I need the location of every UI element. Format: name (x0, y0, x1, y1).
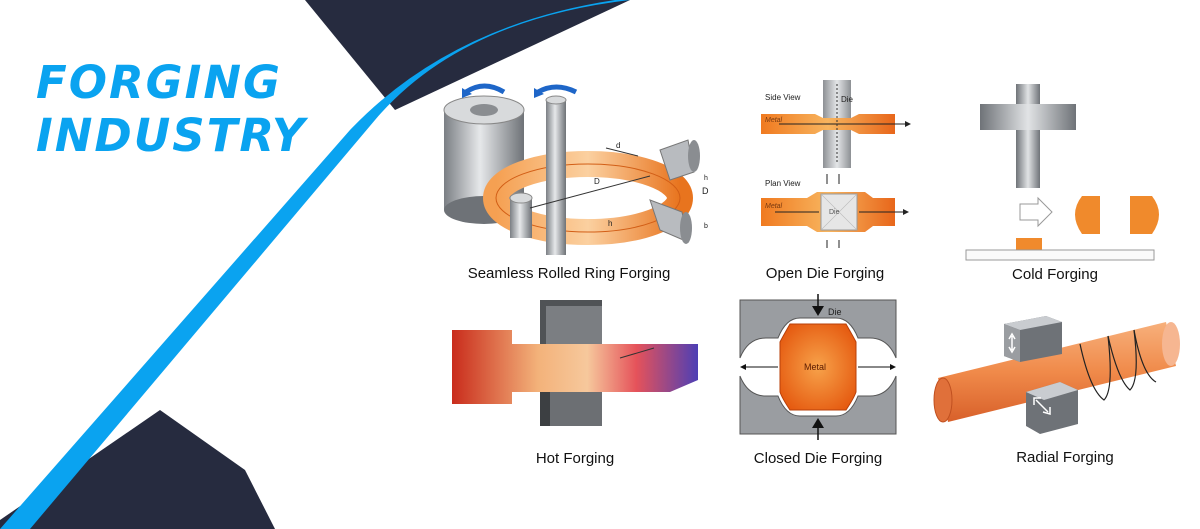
side-label-h: h (704, 175, 708, 182)
thickness-line (605, 147, 639, 157)
axial-cone-rolls (649, 139, 700, 244)
upper-hammer-arrow (1008, 332, 1016, 354)
lower-hammer (1026, 382, 1078, 434)
transform-arrow (1019, 196, 1053, 228)
arrow-head-1 (462, 88, 472, 98)
side-view-label: Side View (765, 93, 801, 102)
side-view-die-label: Die (841, 95, 854, 104)
lower-die (540, 392, 602, 426)
hot-billet (452, 330, 698, 404)
open-die-illustration: Side View Die Metal Plan View Die Metal (761, 80, 911, 248)
billet (1016, 238, 1042, 250)
ring-forging-illustration: D d h D h b (443, 83, 709, 255)
caption-hot-forging: Hot Forging (535, 450, 615, 467)
closed-die-illustration: Metal Die (739, 294, 897, 440)
bottom-navy-shape (0, 410, 275, 529)
caption-radial-forging: Radial Forging (1016, 449, 1114, 466)
ring-label-d: d (616, 141, 620, 150)
hot-forging-illustration (452, 300, 698, 426)
closed-die-metal-label: Metal (804, 362, 826, 372)
mandrel-roll (545, 95, 567, 255)
hot-ring (483, 151, 693, 245)
ring-label-D: D (594, 177, 600, 186)
plan-view-metal-label: Metal (765, 203, 783, 210)
plan-view-label: Plan View (765, 179, 801, 188)
upper-die (739, 299, 897, 359)
lower-die (739, 375, 897, 435)
forged-part-center (1100, 196, 1130, 234)
helix-coil (1079, 329, 1157, 401)
caption-cold-forging: Cold Forging (1012, 266, 1098, 283)
ring-label-h: h (608, 219, 612, 228)
caption-open-die: Open Die Forging (765, 265, 885, 282)
diameter-line (529, 175, 651, 209)
punch-stem (1016, 130, 1040, 188)
closed-die-die-label: Die (828, 307, 842, 317)
caption-seamless-rolled-ring: Seamless Rolled Ring Forging (467, 265, 671, 282)
anvil (965, 249, 1155, 261)
lower-hammer-arrow (1033, 397, 1051, 415)
side-label-b: b (704, 223, 708, 230)
plan-view-die-label: Die (829, 209, 840, 216)
side-label-D: D (702, 186, 709, 196)
caption-closed-die: Closed Die Forging (753, 450, 883, 467)
arrow-head-2 (534, 88, 544, 98)
down-arrows (826, 240, 840, 248)
metal-workpiece (779, 323, 857, 411)
up-arrows (826, 174, 840, 184)
workpiece-rod (938, 322, 1176, 422)
rotation-arrows (464, 83, 578, 95)
guide-roll (509, 192, 533, 238)
cold-forging-illustration (965, 84, 1159, 261)
top-navy-shape (305, 0, 630, 110)
side-view-metal-label: Metal (765, 117, 783, 124)
punch-flange (980, 104, 1076, 130)
blue-swoosh-stripe (0, 0, 630, 529)
page-title: FORGING INDUSTRY (36, 56, 307, 162)
punch-stem-top (1016, 84, 1040, 104)
title-line-2: INDUSTRY (36, 109, 307, 162)
title-line-1: FORGING (36, 56, 282, 109)
radial-forging-illustration (933, 316, 1180, 434)
